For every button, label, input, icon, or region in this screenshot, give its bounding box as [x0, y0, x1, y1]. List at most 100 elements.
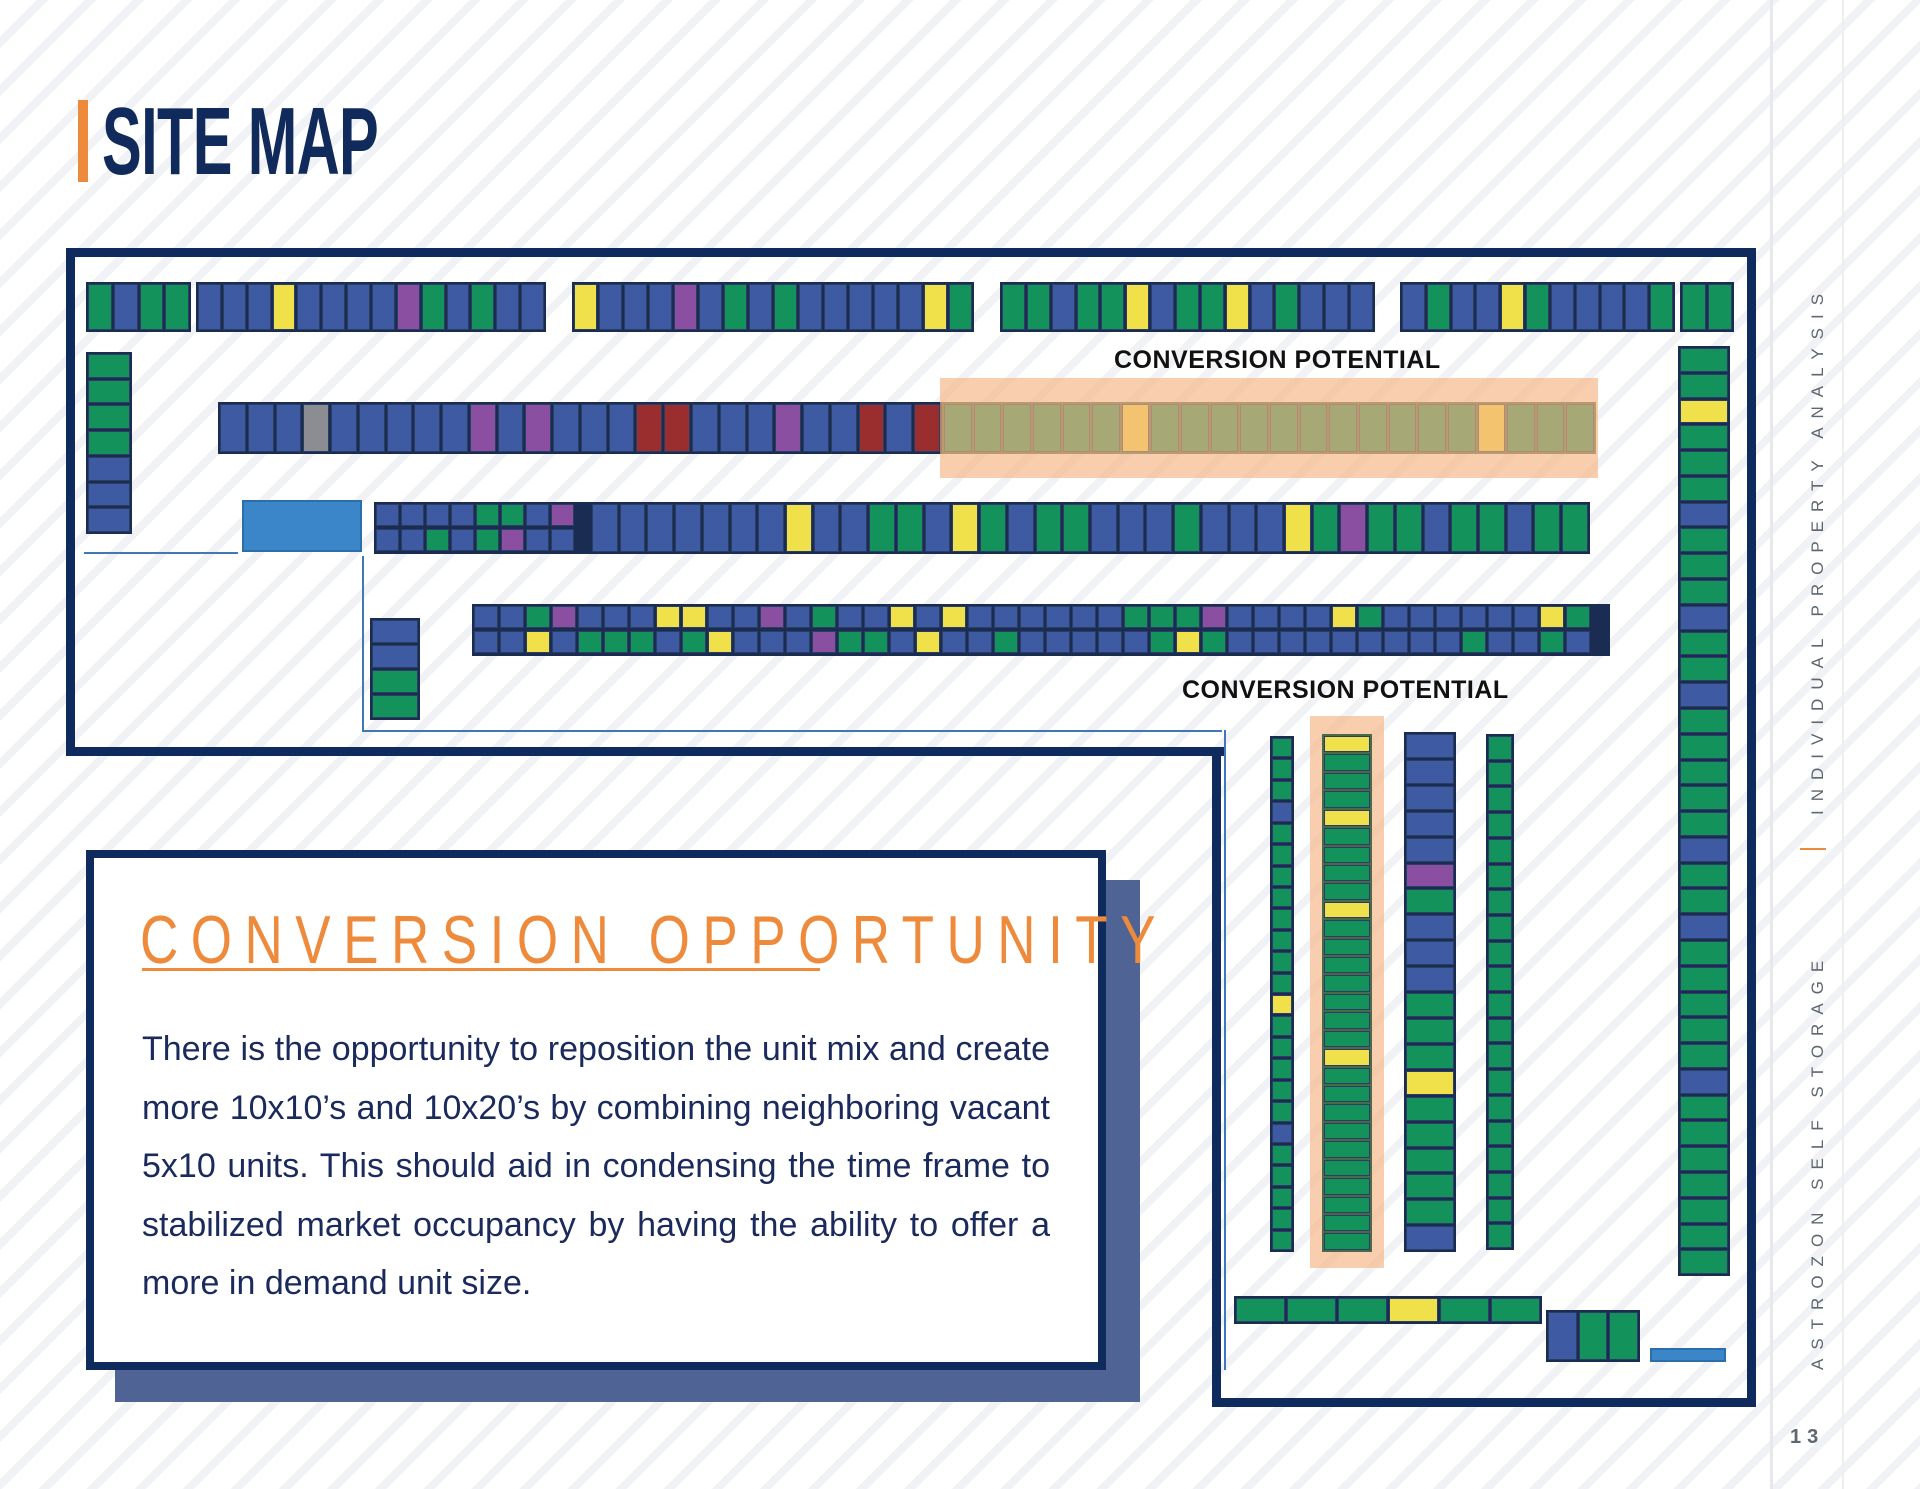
unit	[708, 631, 732, 653]
unit	[968, 631, 992, 653]
unit	[630, 631, 654, 653]
unit	[1548, 1312, 1577, 1360]
unit	[1228, 606, 1252, 628]
unit	[1462, 606, 1486, 628]
unit	[500, 631, 524, 653]
unit	[1257, 504, 1283, 552]
unit	[574, 284, 597, 330]
unit	[1680, 812, 1728, 836]
unit	[526, 606, 550, 628]
unit	[812, 631, 836, 653]
unit	[656, 606, 680, 628]
unit	[552, 631, 576, 653]
unit	[1680, 786, 1728, 811]
unit	[734, 606, 758, 628]
unit	[1488, 606, 1512, 628]
unit	[1625, 284, 1649, 330]
unit	[1562, 504, 1588, 552]
unit	[1225, 284, 1249, 330]
unit	[1406, 889, 1454, 914]
unit	[1680, 476, 1728, 501]
unit	[734, 631, 758, 653]
unit	[1272, 802, 1292, 822]
unit	[1324, 938, 1370, 956]
unit	[1338, 1298, 1387, 1322]
unit	[1406, 967, 1454, 992]
unit	[1324, 772, 1370, 790]
unit	[799, 284, 822, 330]
unit	[1324, 1196, 1370, 1213]
unit	[1462, 631, 1486, 653]
unit	[1680, 708, 1728, 733]
unit	[1072, 631, 1096, 653]
unit	[619, 504, 646, 552]
unit	[1368, 504, 1394, 552]
unit	[649, 284, 672, 330]
unit	[1124, 631, 1148, 653]
heading-underline	[142, 968, 820, 971]
unit	[578, 631, 602, 653]
unit	[869, 504, 895, 552]
unit	[1250, 284, 1274, 330]
unit	[1406, 1200, 1454, 1225]
sidebar-edge	[1842, 0, 1844, 1489]
sidebar-property-label: ASTROZON SELF STORAGE	[1808, 951, 1827, 1370]
sidebar-accent-dash	[1800, 848, 1826, 850]
unit	[1072, 606, 1096, 628]
unit	[1406, 1044, 1454, 1069]
unit	[1324, 1012, 1370, 1029]
unit	[272, 284, 296, 330]
unit	[1098, 631, 1122, 653]
unit	[838, 606, 862, 628]
unit	[916, 606, 940, 628]
unit	[592, 504, 618, 552]
unit	[1402, 284, 1425, 330]
unit	[1680, 889, 1728, 914]
unit	[1488, 864, 1512, 889]
unit	[1680, 915, 1728, 939]
unit	[1488, 1044, 1512, 1069]
unit	[994, 606, 1018, 628]
unit	[980, 504, 1006, 552]
unit	[924, 504, 951, 552]
unit	[1680, 1224, 1728, 1249]
unit	[1680, 657, 1728, 682]
unit	[1406, 837, 1454, 862]
unit	[1384, 631, 1408, 653]
unit	[372, 670, 418, 693]
unit	[442, 404, 468, 452]
unit	[88, 354, 130, 378]
unit	[1680, 373, 1728, 398]
unit	[1272, 1166, 1292, 1186]
conversion-potential-label: CONVERSION POTENTIAL	[1182, 676, 1509, 704]
unit	[1526, 284, 1549, 330]
unit	[220, 404, 246, 452]
unit	[322, 284, 346, 330]
unit-row	[1234, 1296, 1542, 1324]
unit	[1126, 284, 1150, 330]
unit-column-conversion	[1322, 734, 1372, 1252]
unit-row	[1546, 1310, 1640, 1362]
unit-row	[1680, 282, 1734, 332]
unit	[446, 284, 470, 330]
unit	[1680, 1121, 1728, 1146]
unit	[1272, 909, 1292, 929]
unit	[526, 529, 549, 551]
unit	[1488, 631, 1512, 653]
unit	[426, 529, 449, 551]
unit	[708, 606, 732, 628]
unit	[469, 404, 496, 452]
unit	[1406, 1148, 1454, 1173]
unit	[1324, 957, 1370, 974]
unit	[1272, 1102, 1292, 1122]
unit	[1680, 528, 1728, 553]
unit	[1384, 606, 1408, 628]
unit	[1406, 915, 1454, 940]
unit	[1324, 883, 1370, 900]
unit	[1287, 1298, 1336, 1322]
unit	[1406, 1070, 1454, 1095]
unit	[1406, 811, 1454, 836]
unit	[1488, 890, 1512, 914]
unit	[1306, 606, 1330, 628]
unit	[1176, 606, 1200, 628]
